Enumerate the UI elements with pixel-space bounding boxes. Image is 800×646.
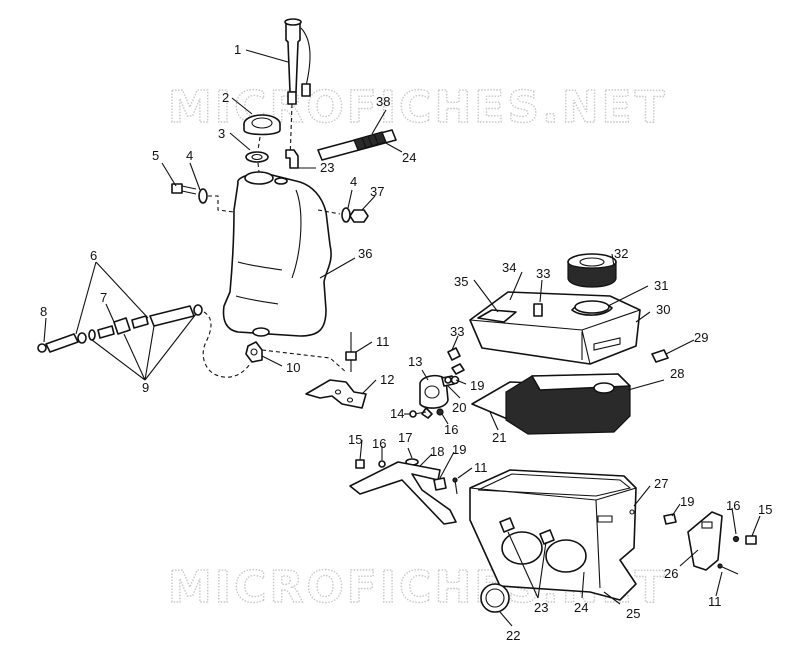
callout-18: 18 (430, 444, 444, 459)
callout-17: 17 (398, 430, 412, 445)
callout-24: 24 (574, 600, 588, 615)
intake-boot (480, 583, 510, 613)
callout-15: 15 (758, 502, 772, 517)
fuel-petcock (245, 341, 263, 363)
callout-13: 13 (408, 354, 422, 369)
callout-6: 6 (90, 248, 97, 263)
callout-37: 37 (370, 184, 384, 199)
watermark-top: MICROFICHES.NET (168, 82, 668, 133)
vent-fitting (285, 149, 299, 169)
callout-24: 24 (402, 150, 416, 165)
callout-1: 1 (234, 42, 241, 57)
callout-19: 19 (680, 494, 694, 509)
callout-26: 26 (664, 566, 678, 581)
lid-screw (533, 303, 543, 317)
bracket-bolt (345, 332, 357, 372)
filter-cap (574, 300, 610, 314)
callout-31: 31 (654, 278, 668, 293)
callout-27: 27 (654, 476, 668, 491)
callout-19: 19 (470, 378, 484, 393)
bracket-hardware (355, 459, 458, 495)
callout-38: 38 (376, 94, 390, 109)
callout-23: 23 (534, 600, 548, 615)
mount-bracket (349, 461, 457, 525)
callout-16: 16 (372, 436, 386, 451)
fuel-line-assembly (37, 304, 203, 353)
callout-3: 3 (218, 126, 225, 141)
fuel-tank (222, 171, 332, 337)
callout-34: 34 (502, 260, 516, 275)
callout-15: 15 (348, 432, 362, 447)
filter-element (567, 253, 617, 288)
callout-19: 19 (452, 442, 466, 457)
callout-35: 35 (454, 274, 468, 289)
callout-labels: 1 2 3 4 4 5 6 7 8 9 10 11 11 11 12 13 14… (40, 42, 772, 643)
plate-hardware (663, 513, 757, 575)
callout-5: 5 (152, 148, 159, 163)
bolt-left (171, 183, 235, 213)
callout-33: 33 (536, 266, 550, 281)
cap-gasket (245, 151, 269, 163)
washer-nut-right (317, 207, 369, 223)
callout-7: 7 (100, 290, 107, 305)
callout-16: 16 (726, 498, 740, 513)
callout-4: 4 (186, 148, 193, 163)
callout-22: 22 (506, 628, 520, 643)
callout-9: 9 (142, 380, 149, 395)
foam-prefilter (505, 373, 631, 435)
callout-16: 16 (444, 422, 458, 437)
lid-clip (447, 347, 461, 361)
callout-32: 32 (614, 246, 628, 261)
callout-29: 29 (694, 330, 708, 345)
fitting-29 (651, 349, 669, 363)
tank-cap (243, 114, 281, 136)
callout-20: 20 (452, 400, 466, 415)
callout-2: 2 (222, 90, 229, 105)
callout-8: 8 (40, 304, 47, 319)
callout-36: 36 (358, 246, 372, 261)
callout-11: 11 (474, 460, 488, 475)
pump-screw (409, 408, 444, 418)
callout-10: 10 (286, 360, 300, 375)
vent-hose (317, 129, 397, 161)
callout-33: 33 (450, 324, 464, 339)
fuel-gauge-sender (284, 18, 311, 161)
callout-28: 28 (670, 366, 684, 381)
callout-11: 11 (376, 334, 390, 349)
callout-11: 11 (708, 594, 722, 609)
callout-4: 4 (350, 174, 357, 189)
callout-21: 21 (492, 430, 506, 445)
fuel-pump (419, 363, 465, 419)
callout-25: 25 (626, 606, 640, 621)
leader-lines (43, 49, 761, 627)
airbox-housing (469, 469, 637, 601)
callout-23: 23 (320, 160, 334, 175)
airbox-clamps (499, 517, 555, 545)
tank-bracket (305, 379, 367, 409)
mount-plate (687, 511, 723, 571)
callout-12: 12 (380, 372, 394, 387)
callout-30: 30 (656, 302, 670, 317)
callout-14: 14 (390, 406, 404, 421)
